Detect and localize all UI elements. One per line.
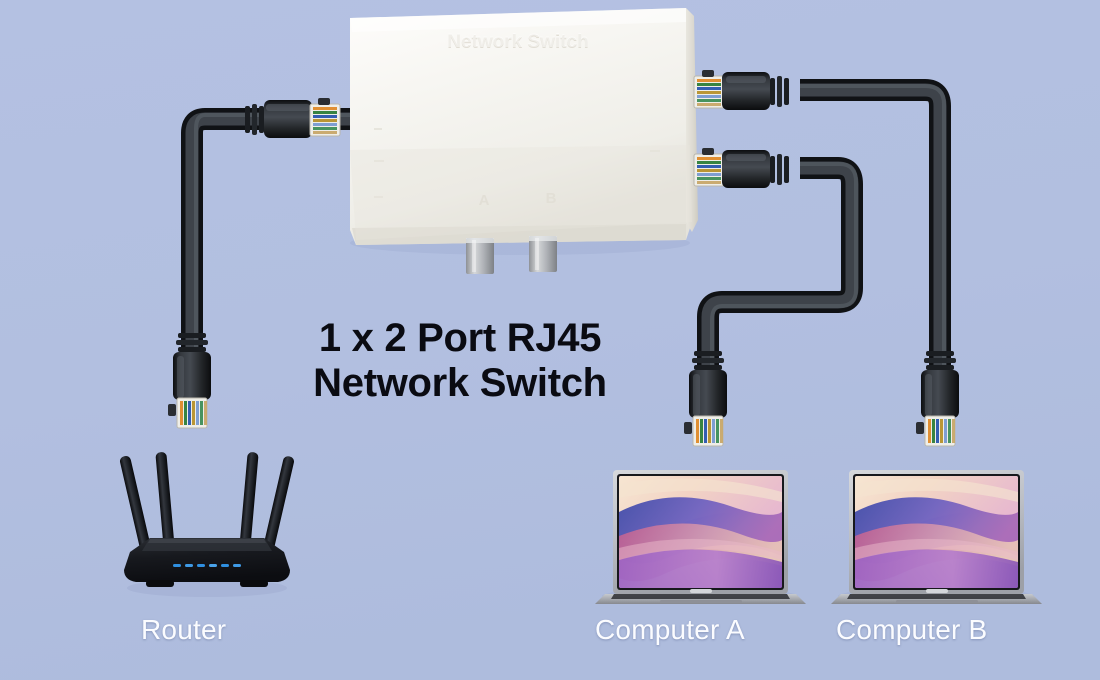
laptop-computer-a xyxy=(595,470,806,604)
router-device xyxy=(119,452,294,597)
rj45-connector-computer-b-end xyxy=(916,351,959,447)
router-led-indicators xyxy=(173,564,241,567)
cable-router xyxy=(181,108,352,352)
device-label-computer-b: Computer B xyxy=(836,614,988,645)
switch-port-mark-a: A xyxy=(479,192,490,209)
rj45-connector-computer-a-end xyxy=(684,351,727,447)
rj45-connector-router-end xyxy=(168,333,211,429)
switch-port-mark-b: B xyxy=(546,190,557,207)
rj45-connector-switch-port-a xyxy=(693,148,789,188)
router-antennas xyxy=(119,452,294,562)
device-label-router: Router xyxy=(141,614,227,645)
switch-mount-posts xyxy=(466,236,557,274)
switch-embossed-label: Network Switch xyxy=(447,32,588,53)
svg-text:Network Switch: Network Switch xyxy=(447,31,588,52)
network-switch-device: Network Switch Network Switch A B xyxy=(350,8,698,274)
rj45-connector-switch-port-b xyxy=(693,70,789,110)
device-label-computer-a: Computer A xyxy=(595,614,745,645)
cable-computer-b xyxy=(800,79,951,370)
cable-computer-a xyxy=(697,157,863,370)
rj45-connector-switch-input xyxy=(245,98,341,138)
laptop-computer-b xyxy=(831,470,1042,604)
